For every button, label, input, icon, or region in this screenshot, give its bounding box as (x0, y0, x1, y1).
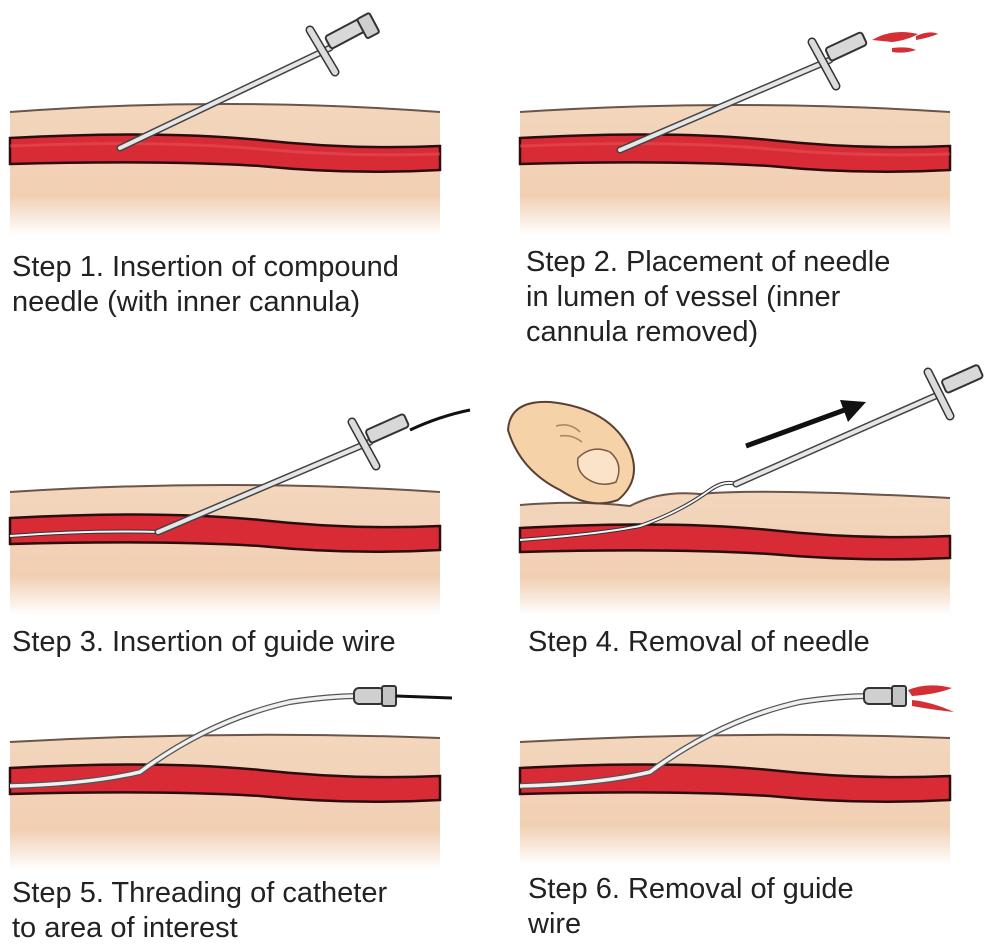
step-5-panel (10, 680, 460, 870)
step-6-panel (520, 680, 980, 865)
step-6-caption: Step 6. Removal of guide wire (528, 872, 854, 942)
caption-line: wire (528, 907, 854, 942)
caption-line: to area of interest (12, 911, 387, 946)
step-4-panel (500, 360, 986, 615)
needle-icon (736, 364, 983, 484)
step-1-panel (10, 0, 440, 235)
step-2-panel (520, 0, 950, 235)
finger-icon (508, 402, 634, 503)
step-2-caption: Step 2. Placement of needle in lumen of … (526, 245, 890, 350)
step-5-illustration (10, 680, 460, 870)
caption-line: Step 1. Insertion of compound (12, 250, 399, 285)
step-4-caption: Step 4. Removal of needle (528, 625, 870, 660)
step-1-illustration (10, 0, 440, 235)
step-5-caption: Step 5. Threading of catheter to area of… (12, 876, 387, 946)
caption-line: needle (with inner cannula) (12, 285, 399, 320)
step-2-illustration (520, 0, 950, 235)
caption-line: Step 6. Removal of guide (528, 872, 854, 907)
step-3-panel (10, 380, 470, 615)
caption-line: cannula removed) (526, 315, 890, 350)
arrow-icon (746, 400, 866, 446)
step-6-illustration (520, 680, 980, 865)
caption-line: Step 5. Threading of catheter (12, 876, 387, 911)
blood-drop-icon (872, 32, 938, 53)
caption-line: Step 4. Removal of needle (528, 625, 870, 660)
guide-wire-icon (396, 696, 452, 698)
caption-line: in lumen of vessel (inner (526, 280, 890, 315)
step-1-caption: Step 1. Insertion of compound needle (wi… (12, 250, 399, 320)
step-4-illustration (500, 360, 986, 615)
blood-drop-icon (908, 685, 954, 712)
step-3-caption: Step 3. Insertion of guide wire (12, 625, 396, 660)
caption-line: Step 2. Placement of needle (526, 245, 890, 280)
caption-line: Step 3. Insertion of guide wire (12, 625, 396, 660)
step-3-illustration (10, 380, 470, 615)
